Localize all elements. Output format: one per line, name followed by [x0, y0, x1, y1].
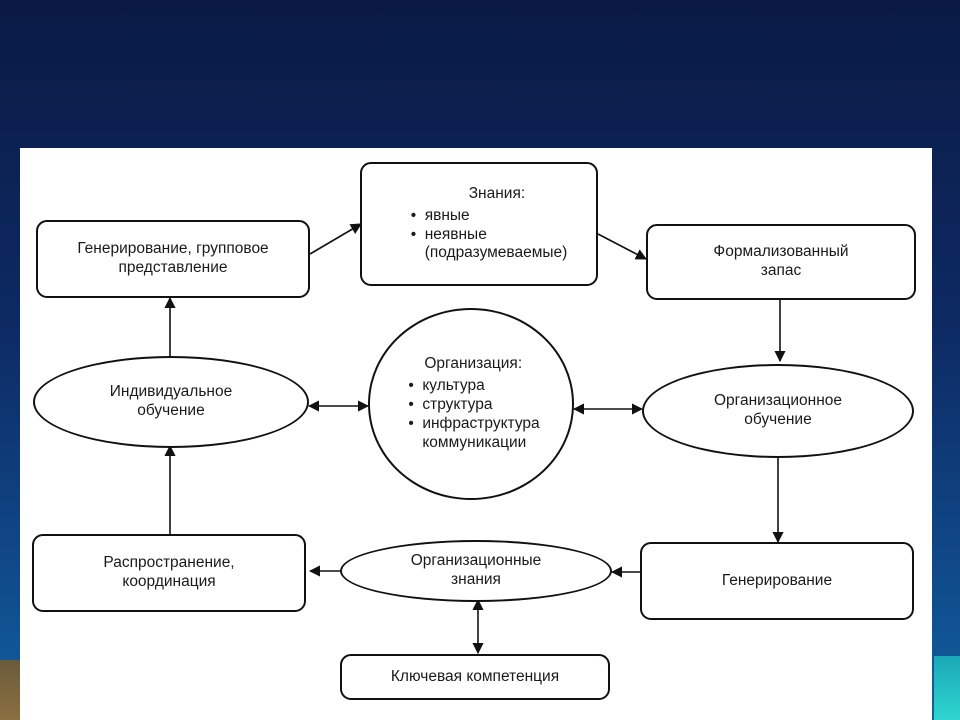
- generation-group-box: Генерирование, групповое представление: [36, 220, 310, 298]
- connector-layer: [164, 223, 786, 655]
- formalized-stock-label: Формализованный запас: [713, 243, 849, 279]
- knowledge-item-tacit: неявные: [411, 226, 568, 245]
- arrow-generation-to-knowledge: [309, 223, 362, 255]
- organization-item-culture: культура: [408, 377, 539, 396]
- individual-learning-label: Индивидуальное обучение: [109, 383, 233, 419]
- organization-title: Организация:: [424, 355, 523, 373]
- core-competence-box: Ключевая компетенция: [340, 654, 610, 700]
- knowledge-list: явные неявные (подразумеваемые): [411, 207, 568, 264]
- knowledge-item-explicit: явные: [411, 207, 568, 226]
- organization-list: культура структура инфраструктура коммун…: [408, 377, 539, 453]
- generation-box: Генерирование: [640, 542, 914, 620]
- background-accent-left: [0, 660, 22, 720]
- organization-item-infrastructure: инфраструктура: [408, 415, 539, 434]
- generation-label: Генерирование: [721, 571, 833, 589]
- knowledge-item-implied: (подразумеваемые): [424, 244, 568, 262]
- organization-item-communications: коммуникации: [422, 433, 527, 451]
- knowledge-title: Знания:: [468, 184, 526, 202]
- individual-learning-oval: Индивидуальное обучение: [33, 356, 309, 448]
- formalized-stock-box: Формализованный запас: [646, 224, 916, 300]
- generation-group-label: Генерирование, групповое представление: [77, 240, 269, 276]
- org-learning-label: Организационное обучение: [713, 392, 843, 428]
- organization-circle: Организация: культура структура инфрастр…: [368, 308, 574, 500]
- org-learning-oval: Организационное обучение: [642, 364, 914, 458]
- knowledge-box: Знания: явные неявные (подразумеваемые): [360, 162, 598, 286]
- arrow-knowledge-to-formalized: [597, 233, 647, 260]
- dissemination-label: Распространение, координация: [103, 554, 235, 590]
- dissemination-box: Распространение, координация: [32, 534, 306, 612]
- org-knowledge-label: Организационные знания: [410, 552, 542, 588]
- organization-item-structure: структура: [408, 396, 539, 415]
- core-competence-label: Ключевая компетенция: [390, 667, 560, 685]
- diagram-panel: Генерирование, групповое представление З…: [20, 148, 932, 720]
- org-knowledge-oval: Организационные знания: [340, 540, 612, 602]
- background-accent-right: [934, 656, 960, 720]
